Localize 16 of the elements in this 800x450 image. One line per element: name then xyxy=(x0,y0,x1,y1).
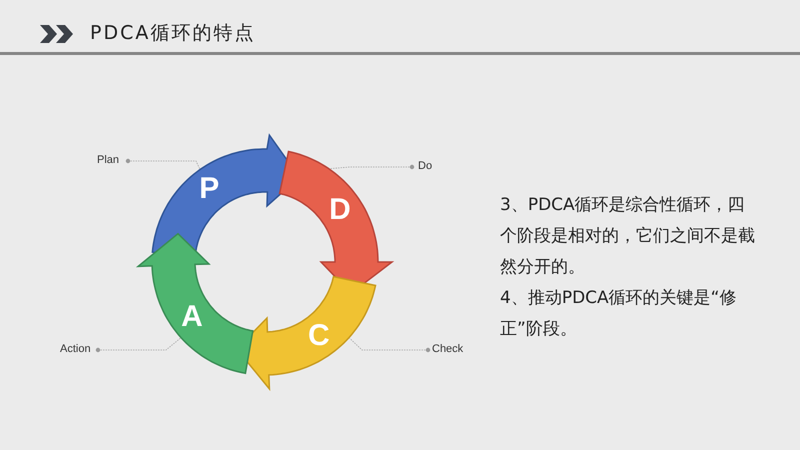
segment-letter: C xyxy=(308,321,330,352)
phase-label: Check xyxy=(432,343,464,356)
leader-line xyxy=(330,164,414,170)
slide-title: PDCA循环的特点 xyxy=(90,21,256,45)
segment-letter: P xyxy=(199,174,220,204)
segment-letter: A xyxy=(181,302,203,332)
segment-letter: D xyxy=(329,194,351,225)
phase-label: Do xyxy=(418,160,432,173)
note-paragraph: 3、PDCA循环是综合性循环，四个阶段是相对的，它们之间不是截然分开的。 xyxy=(500,194,756,279)
leader-line xyxy=(126,158,200,169)
leader-line xyxy=(96,338,181,352)
note-paragraph: 4、推动PDCA循环的关键是“修正”阶段。 xyxy=(500,287,738,341)
phase-label: Action xyxy=(60,343,91,356)
leader-line xyxy=(349,338,430,352)
arc-arrow-segment xyxy=(138,233,253,374)
phase-label: Plan xyxy=(97,154,120,167)
